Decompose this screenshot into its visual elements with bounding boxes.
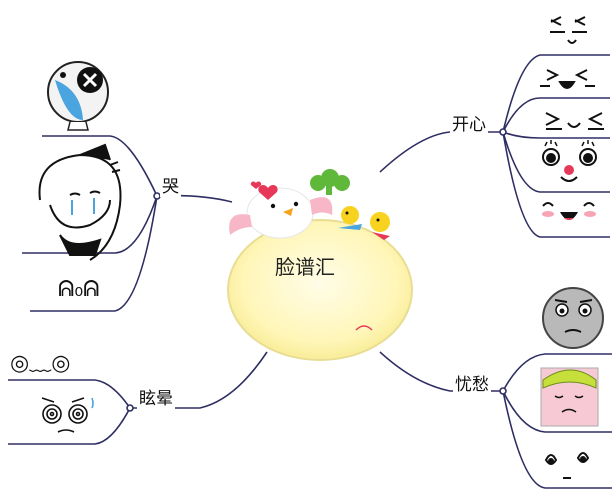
dizzy-text-emoticon: ◎﹏◎ [10, 351, 71, 376]
branch-sad-leaves [499, 353, 612, 489]
happy-emoticon-5-icon [542, 202, 596, 220]
branch-label-sad: 忧愁 [453, 370, 491, 395]
branch-label-dizzy: 眩晕 [137, 384, 175, 409]
crying-face-icon [47, 61, 109, 131]
heart-icon [258, 185, 278, 200]
chick-icon [338, 206, 390, 240]
green-cloud-icon [310, 169, 350, 195]
dizzy-spiral-face-icon [41, 397, 94, 433]
branch-label-cry: 哭 [160, 172, 181, 197]
center-egg-illustration [227, 169, 413, 361]
wing-left-icon [229, 214, 252, 235]
crying-girl-icon [38, 143, 122, 261]
happy-emoticon-2-icon [540, 69, 595, 89]
sad-gray-face-icon [542, 287, 604, 349]
happy-emoticon-1-icon [550, 16, 587, 44]
branch-label-happy: 开心 [450, 110, 488, 135]
connector-sad [379, 351, 503, 392]
cry-text-emoticon: ᕱ₀ᕱ [58, 277, 99, 302]
sad-eyes-icon [544, 452, 590, 479]
sad-square-face-icon [540, 367, 599, 427]
branch-happy-leaves [499, 54, 610, 238]
connector-happy [379, 131, 503, 173]
connector-dizzy [130, 351, 268, 409]
branch-connectors [130, 131, 503, 409]
branch-dizzy-leaves [8, 379, 134, 445]
center-title: 脸谱汇 [275, 255, 335, 279]
branch-cry-leaves [22, 135, 161, 312]
happy-emoticon-4-icon [542, 140, 597, 182]
happy-emoticon-3-icon [545, 112, 604, 130]
wing-right-icon [310, 197, 333, 215]
